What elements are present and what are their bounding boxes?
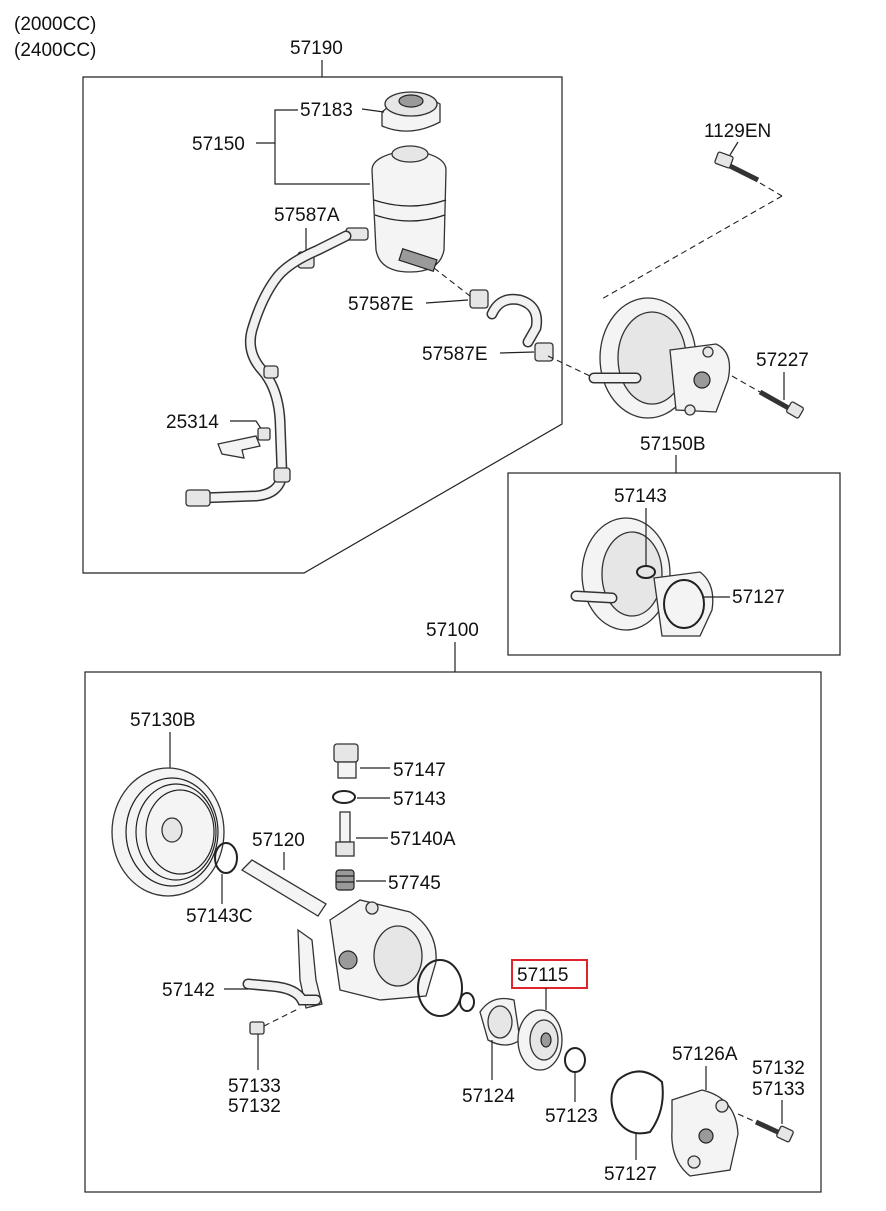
suction-hose-long — [185, 230, 352, 507]
label-57120[interactable]: 57120 — [252, 830, 305, 851]
engine-note-2000cc: (2000CC) — [14, 14, 96, 35]
gasket-57127-bottom — [610, 1070, 664, 1135]
pump-assembly-upper — [588, 297, 731, 419]
highlight-box-57115 — [511, 959, 588, 989]
label-57142[interactable]: 57142 — [162, 980, 215, 1001]
label-57227[interactable]: 57227 — [756, 350, 809, 371]
label-57143-mid[interactable]: 57143 — [393, 789, 446, 810]
shaft-57120 — [240, 859, 327, 917]
oring-small — [459, 992, 475, 1012]
spring-57745 — [335, 869, 355, 891]
seal-57143C — [214, 842, 238, 874]
label-57150B[interactable]: 57150B — [640, 434, 706, 455]
clamp-57587E-lower — [534, 342, 554, 362]
pump-sub-assembly-frame — [507, 472, 841, 656]
bolt-57132-right — [754, 1119, 794, 1143]
cover-57126A — [671, 1089, 739, 1177]
label-57100[interactable]: 57100 — [426, 620, 479, 641]
label-57150[interactable]: 57150 — [192, 134, 245, 155]
engine-note-2400cc: (2400CC) — [14, 40, 96, 61]
label-57127-top[interactable]: 57127 — [732, 587, 785, 608]
label-57745[interactable]: 57745 — [388, 873, 441, 894]
label-57140A[interactable]: 57140A — [390, 829, 456, 850]
label-57132-right[interactable]: 57132 — [752, 1058, 805, 1079]
rotor-57115 — [517, 1009, 563, 1071]
plate-57124 — [479, 997, 521, 1046]
label-57126A[interactable]: 57126A — [672, 1044, 738, 1065]
label-57143C[interactable]: 57143C — [186, 906, 253, 927]
label-57587A[interactable]: 57587A — [274, 205, 340, 226]
label-57127-bottom[interactable]: 57127 — [604, 1164, 657, 1185]
label-57587E-upper[interactable]: 57587E — [348, 294, 414, 315]
label-57124[interactable]: 57124 — [462, 1086, 515, 1107]
reservoir-body — [345, 145, 447, 273]
clip-25314 — [257, 427, 271, 441]
ring-57123 — [564, 1047, 586, 1073]
label-57115[interactable]: 57115 — [517, 965, 568, 986]
label-57190[interactable]: 57190 — [290, 38, 343, 59]
valve-57140A — [335, 811, 355, 857]
pulley-57130B — [111, 767, 225, 897]
label-57147[interactable]: 57147 — [393, 760, 446, 781]
bracket-plate — [217, 435, 261, 459]
bolt-1129EN — [714, 151, 760, 183]
label-1129EN[interactable]: 1129EN — [704, 121, 771, 142]
label-57130B[interactable]: 57130B — [130, 710, 196, 731]
clamp-57587E-upper — [469, 289, 489, 309]
label-57143-top[interactable]: 57143 — [614, 486, 667, 507]
label-57587E-lower[interactable]: 57587E — [422, 344, 488, 365]
label-57132-left[interactable]: 57132 — [228, 1096, 281, 1117]
bolt-57133-left — [249, 1021, 265, 1035]
reservoir-assembly-frame — [82, 76, 563, 574]
label-57133-right[interactable]: 57133 — [752, 1079, 805, 1100]
reservoir-cap — [381, 91, 441, 132]
label-57133-left[interactable]: 57133 — [228, 1076, 281, 1097]
fitting-57147 — [333, 743, 359, 779]
label-57183[interactable]: 57183 — [300, 100, 353, 121]
oring-large — [417, 959, 463, 1017]
pump-assembly-detail — [570, 517, 714, 637]
oring-57143-mid — [332, 790, 356, 804]
label-57123[interactable]: 57123 — [545, 1106, 598, 1127]
bolt-57227 — [758, 389, 804, 419]
bracket-pump — [297, 928, 323, 1009]
pump-internals-frame — [84, 671, 822, 1193]
pump-housing — [329, 899, 437, 1001]
label-25314[interactable]: 25314 — [166, 412, 219, 433]
return-hose-short — [486, 293, 543, 348]
tube-57142 — [242, 978, 322, 1006]
